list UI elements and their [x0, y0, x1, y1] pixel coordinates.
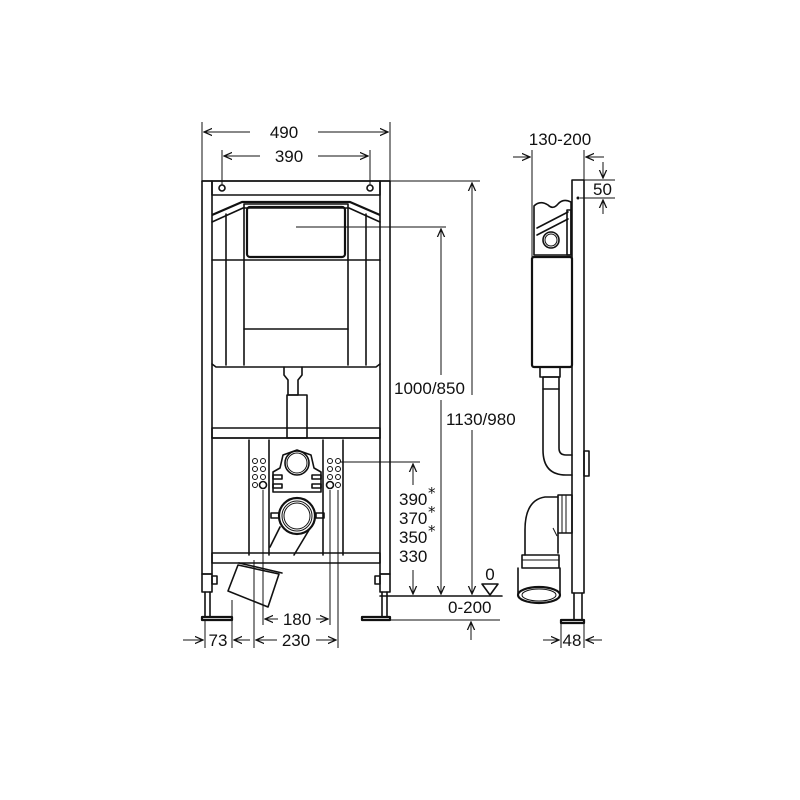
side-top-bracket	[533, 199, 572, 256]
dim-48-label: 48	[563, 631, 582, 650]
dim-depth-range: 130-200	[513, 130, 604, 257]
adjustment-holes-left	[252, 458, 268, 490]
drain-bracket	[248, 439, 344, 556]
drain-outlet-pipe	[227, 562, 283, 608]
dim-bottom: 180 230 73	[183, 490, 339, 650]
dim-foot-adjust: 0-200	[390, 598, 500, 640]
dim-230-label: 230	[282, 631, 310, 650]
dim-50-label: 50	[593, 180, 612, 199]
frame-cross-rail	[211, 427, 381, 439]
frame-outer-posts	[201, 180, 391, 575]
side-cistern	[530, 255, 574, 369]
frame-lower-rail	[211, 552, 381, 564]
asterisk-mark: *	[428, 503, 436, 521]
dim-390-label: 390	[275, 147, 303, 166]
drain-height-330: 330	[399, 547, 427, 566]
asterisk-mark: *	[428, 484, 436, 502]
dim-180-label: 180	[283, 610, 311, 629]
drain-height-350: 350	[399, 528, 427, 547]
side-flush-pipe	[539, 366, 573, 476]
dim-73-label: 73	[209, 631, 228, 650]
dim-overall-width: 490	[201, 122, 391, 181]
dim-1000-850-label: 1000/850	[394, 379, 465, 398]
dim-flush-height: 1000/850	[296, 226, 465, 594]
asterisk-mark: *	[428, 522, 436, 540]
dim-0-200-label: 0-200	[448, 598, 491, 617]
side-frame-post	[559, 179, 590, 625]
adjustment-holes-right	[325, 458, 341, 490]
cistern	[211, 200, 381, 439]
dim-overall-height: 1130/980	[390, 180, 516, 594]
level-triangle-icon	[481, 583, 499, 596]
side-drain-elbow	[516, 494, 573, 605]
dim-foot-depth: 48	[543, 623, 602, 650]
dim-drain-heights: 390 * 370 * 350 * 330	[340, 461, 436, 594]
floor-level-label: 0	[485, 565, 494, 584]
drain-height-390: 390	[399, 490, 427, 509]
side-view: 130-200 50 48	[513, 130, 615, 650]
dim-130-200-label: 130-200	[529, 130, 591, 149]
dim-top-offset: 50	[580, 162, 615, 214]
dim-1130-980-label: 1130/980	[446, 410, 516, 429]
drain-height-370: 370	[399, 509, 427, 528]
dim-hole-spacing: 390	[221, 147, 371, 185]
front-view: 490 390 1130/980 1000/850 390 *	[183, 122, 516, 650]
floor-level: 0	[379, 565, 503, 597]
dim-490-label: 490	[270, 123, 298, 142]
